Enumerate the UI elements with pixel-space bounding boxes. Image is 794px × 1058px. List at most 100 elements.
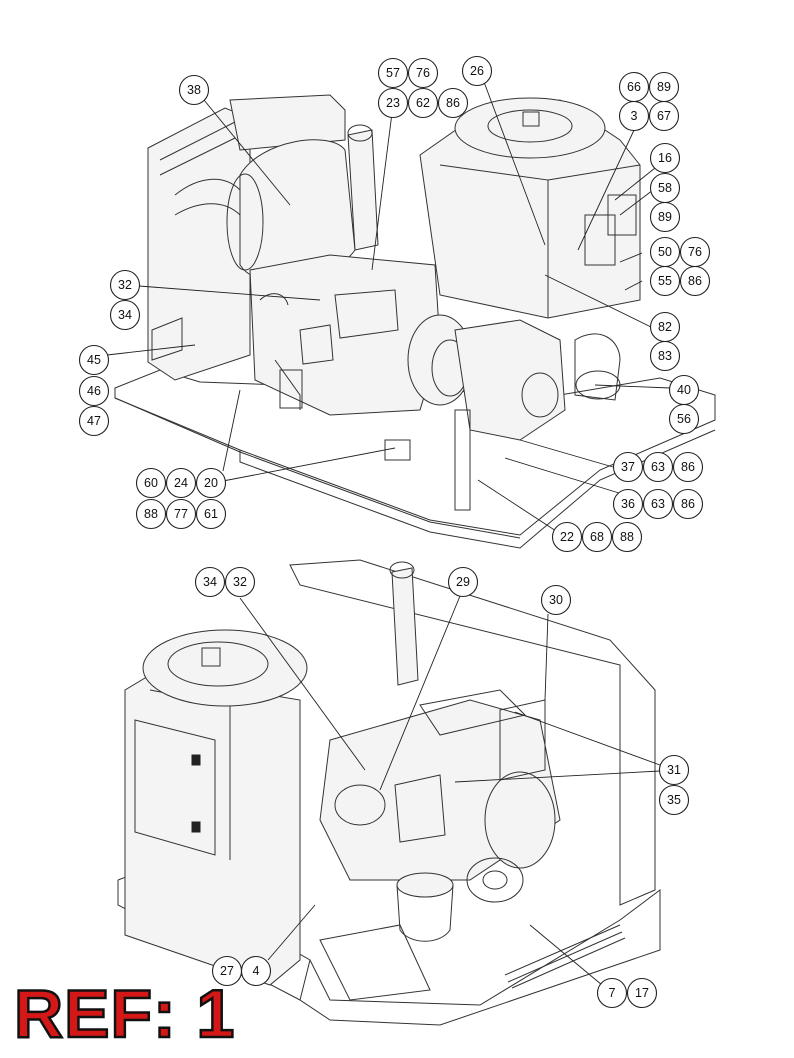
upper-callout-47: 47 [78,405,110,437]
callout-number: 67 [657,109,671,123]
callout-number: 26 [470,64,484,78]
upper-callout-66: 66 [618,71,650,103]
callout-number: 22 [560,530,574,544]
callout-number: 40 [677,383,691,397]
upper-callout-89: 89 [648,71,680,103]
callout-number: 89 [657,80,671,94]
callout-number: 63 [651,460,665,474]
callouts-lower: 34 32 29 30 31 35 27 4 7 17 [194,566,690,1009]
upper-callout-63: 63 [642,451,674,483]
upper-callout-16: 16 [649,142,681,174]
upper-callout-38: 38 [178,74,210,106]
upper-callout-76: 76 [679,236,711,268]
reference-label: REF: 1 [13,976,236,1052]
callout-number: 35 [667,793,681,807]
upper-callout-86: 86 [672,488,704,520]
upper-callout-62: 62 [407,87,439,119]
callout-number: 47 [87,414,101,428]
callout-number: 30 [549,593,563,607]
upper-callout-57: 57 [377,57,409,89]
lower-assembly-view [117,559,661,1026]
callout-number: 24 [174,476,188,490]
callouts-upper: 38 57 76 23 62 86 26 66 89 3 67 16 58 89 50 76 55 86 32 34 8… [78,55,711,553]
callout-number: 86 [681,497,695,511]
leader-lines [106,81,671,986]
upper-callout-86: 86 [679,265,711,297]
lower-callout-17: 17 [626,977,658,1009]
upper-callout-88: 88 [135,498,167,530]
upper-callout-56: 56 [668,403,700,435]
lower-callout-4: 4 [240,955,272,987]
callout-number: 82 [658,320,672,334]
callout-number: 83 [658,349,672,363]
lower-callout-32: 32 [224,566,256,598]
callout-number: 76 [416,66,430,80]
upper-callout-26: 26 [461,55,493,87]
callout-number: 46 [87,384,101,398]
callout-number: 4 [253,964,260,978]
upper-callout-46: 46 [78,375,110,407]
callout-number: 34 [118,308,132,322]
callout-number: 77 [174,507,188,521]
upper-callout-32: 32 [109,269,141,301]
callout-number: 27 [220,964,234,978]
upper-callout-58: 58 [649,172,681,204]
lower-callout-7: 7 [596,977,628,1009]
callout-number: 37 [621,460,635,474]
callout-number: 36 [621,497,635,511]
callout-number: 88 [620,530,634,544]
upper-callout-34: 34 [109,299,141,331]
callout-number: 63 [651,497,665,511]
callout-number: 57 [386,66,400,80]
callout-number: 61 [204,507,218,521]
upper-callout-82: 82 [649,311,681,343]
callout-number: 89 [658,210,672,224]
callout-number: 76 [688,245,702,259]
callout-number: 62 [416,96,430,110]
upper-callout-83: 83 [649,340,681,372]
callout-number: 29 [456,575,470,589]
upper-callout-67: 67 [648,100,680,132]
callout-number: 88 [144,507,158,521]
upper-callout-86: 86 [437,87,469,119]
callout-number: 34 [203,575,217,589]
callout-number: 86 [688,274,702,288]
upper-callout-36: 36 [612,488,644,520]
callout-number: 32 [233,575,247,589]
upper-callout-22: 22 [551,521,583,553]
callout-number: 23 [386,96,400,110]
upper-callout-3: 3 [618,100,650,132]
callout-number: 32 [118,278,132,292]
callout-number: 31 [667,763,681,777]
callout-number: 66 [627,80,641,94]
lower-callout-29: 29 [447,566,479,598]
upper-callout-68: 68 [581,521,613,553]
callout-number: 58 [658,181,672,195]
upper-callout-88: 88 [611,521,643,553]
upper-callout-63: 63 [642,488,674,520]
callout-number: 55 [658,274,672,288]
upper-callout-60: 60 [135,467,167,499]
callout-number: 45 [87,353,101,367]
callout-number: 86 [681,460,695,474]
upper-callout-89: 89 [649,201,681,233]
callout-number: 86 [446,96,460,110]
upper-assembly-view [114,94,716,549]
upper-callout-23: 23 [377,87,409,119]
lower-callout-34: 34 [194,566,226,598]
lower-callout-30: 30 [540,584,572,616]
upper-callout-24: 24 [165,467,197,499]
callout-number: 50 [658,245,672,259]
upper-callout-50: 50 [649,236,681,268]
callout-number: 16 [658,151,672,165]
callout-number: 20 [204,476,218,490]
upper-callout-86: 86 [672,451,704,483]
callout-number: 7 [609,986,616,1000]
callout-number: 56 [677,412,691,426]
callout-number: 3 [631,109,638,123]
upper-callout-40: 40 [668,374,700,406]
lower-callout-35: 35 [658,784,690,816]
callout-number: 17 [635,986,649,1000]
upper-callout-45: 45 [78,344,110,376]
